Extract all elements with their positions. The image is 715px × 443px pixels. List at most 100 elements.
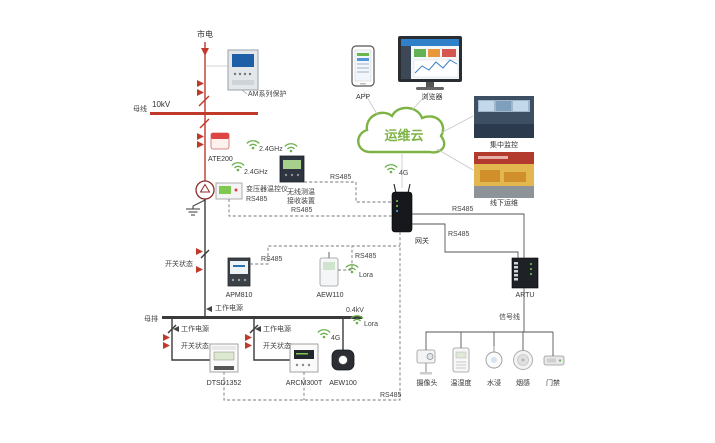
signal-line-label: 信号线 (499, 312, 520, 321)
ct-arrow-icon (197, 89, 204, 96)
cloud-photo-link (436, 148, 474, 171)
central-monitoring-label: 集中监控 (490, 140, 518, 149)
apm810-label: APM810 (226, 292, 253, 299)
rs485-link-aew110 (338, 246, 353, 271)
feed-arrow-icon (201, 48, 209, 56)
switch-state-label: 开关状态 (263, 341, 291, 350)
rs485-link-gateway-artu (412, 213, 525, 258)
hv-outgoing-line (197, 115, 210, 181)
receiver-rs485-label: RS485 (291, 207, 313, 214)
wireless-temp-receiver-device (279, 155, 305, 183)
field-ops-label: 线下运维 (490, 198, 518, 207)
apm810-meter-device (227, 257, 251, 287)
receiver-label-2: 接收装置 (287, 196, 315, 205)
water-label: 水浸 (487, 378, 501, 387)
cloud-icon (357, 106, 446, 154)
hv-voltage-label: 10kV (152, 100, 171, 109)
temp-controller-device (215, 182, 243, 200)
breaker-symbol (167, 324, 177, 334)
rs485-link-receiver-gateway (304, 181, 392, 203)
field-operations-photo (474, 152, 534, 198)
protection-relay-device (206, 49, 259, 95)
wifi-icon (317, 329, 331, 339)
wifi-icon (384, 164, 398, 174)
rs485-label: RS485 (246, 196, 268, 203)
aew100-ct-device (331, 349, 355, 371)
rs485-label: RS485 (330, 174, 352, 181)
ate200-sensor-device (210, 132, 230, 150)
ct-arrow-icon (245, 342, 252, 349)
aew110-device (319, 252, 339, 287)
power-tap-arrow-icon (206, 306, 212, 312)
lv-main-line (196, 199, 212, 316)
rs485-label: RS485 (380, 392, 402, 399)
camera-device (416, 349, 436, 375)
monitor-device (398, 36, 462, 90)
4g-label: 4G (331, 335, 340, 342)
dtsd1352-label: DTSD1352 (207, 380, 242, 387)
transformer-symbol (195, 180, 215, 200)
smoke-detector-device (513, 350, 533, 370)
dtsd1352-meter-device (209, 343, 239, 373)
arcm300t-label: ARCM300T (286, 380, 323, 387)
door-access-device (543, 355, 565, 366)
arcm300t-meter-device (289, 343, 319, 373)
hv-feed-line (197, 42, 210, 112)
aew100-label: AEW100 (329, 380, 357, 387)
wifi-icon (231, 162, 245, 172)
ate200-label: ATE200 (208, 156, 233, 163)
temp-humidity-sensor-device (452, 347, 470, 373)
ct-arrow-icon (245, 334, 252, 341)
artu-device (511, 257, 539, 289)
gateway-label: 网关 (415, 236, 429, 245)
freq-label: 2.4GHz (244, 169, 268, 176)
lora-label: Lora (359, 272, 373, 279)
lv-busbar-label: 母排 (144, 314, 158, 323)
wifi-icon (246, 140, 260, 150)
rs485-label: RS485 (355, 253, 377, 260)
disconnect-switch-symbol (198, 95, 210, 107)
breaker-symbol (199, 118, 210, 129)
branch-1 (163, 319, 210, 361)
ground-symbol (186, 199, 206, 216)
4g-label: 4G (399, 170, 408, 177)
lora-label: Lora (364, 321, 378, 328)
receiver-label-1: 无线测温 (287, 187, 315, 196)
cloud-browser-link (411, 91, 430, 111)
rs485-link-tempctrl-gateway (228, 199, 392, 217)
hv-busbar (150, 112, 258, 115)
switch-state-label: 开关状态 (165, 259, 193, 268)
rs485-link-apm810-gateway (250, 245, 400, 265)
switch-state-label: 开关状态 (181, 341, 209, 350)
rs485-link-bottom-loop (223, 232, 401, 401)
power-tap-arrow-icon (255, 326, 261, 332)
ct-arrow-icon (196, 266, 203, 273)
work-power-label: 工作电源 (181, 324, 209, 333)
temp-humidity-label: 温湿度 (451, 378, 472, 387)
browser-label: 浏览器 (422, 92, 443, 101)
camera-label: 摄像头 (417, 378, 438, 387)
signal-wires-artu-sensors (425, 288, 554, 356)
ct-arrow-icon (197, 80, 204, 87)
artu-label: ARTU (516, 292, 535, 299)
phone-device (351, 45, 375, 87)
ct-arrow-icon (163, 334, 170, 341)
hv-busbar-label: 母线 (133, 104, 147, 113)
breaker-symbol (249, 324, 259, 334)
rs485-label: RS485 (448, 231, 470, 238)
cloud-photo-link (440, 115, 474, 134)
smoke-label: 烟感 (516, 378, 530, 387)
door-label: 门禁 (546, 378, 560, 387)
work-power-label: 工作电源 (215, 303, 243, 312)
aew110-label: AEW110 (316, 292, 343, 299)
utility-label: 市电 (197, 29, 213, 39)
power-tap-arrow-icon (173, 326, 179, 332)
ct-arrow-icon (197, 141, 204, 148)
work-power-label: 工作电源 (263, 324, 291, 333)
ct-arrow-icon (197, 133, 204, 140)
water-leak-sensor-device (485, 346, 503, 369)
central-monitoring-photo (474, 96, 534, 138)
freq-label: 2.4GHz (259, 146, 283, 153)
